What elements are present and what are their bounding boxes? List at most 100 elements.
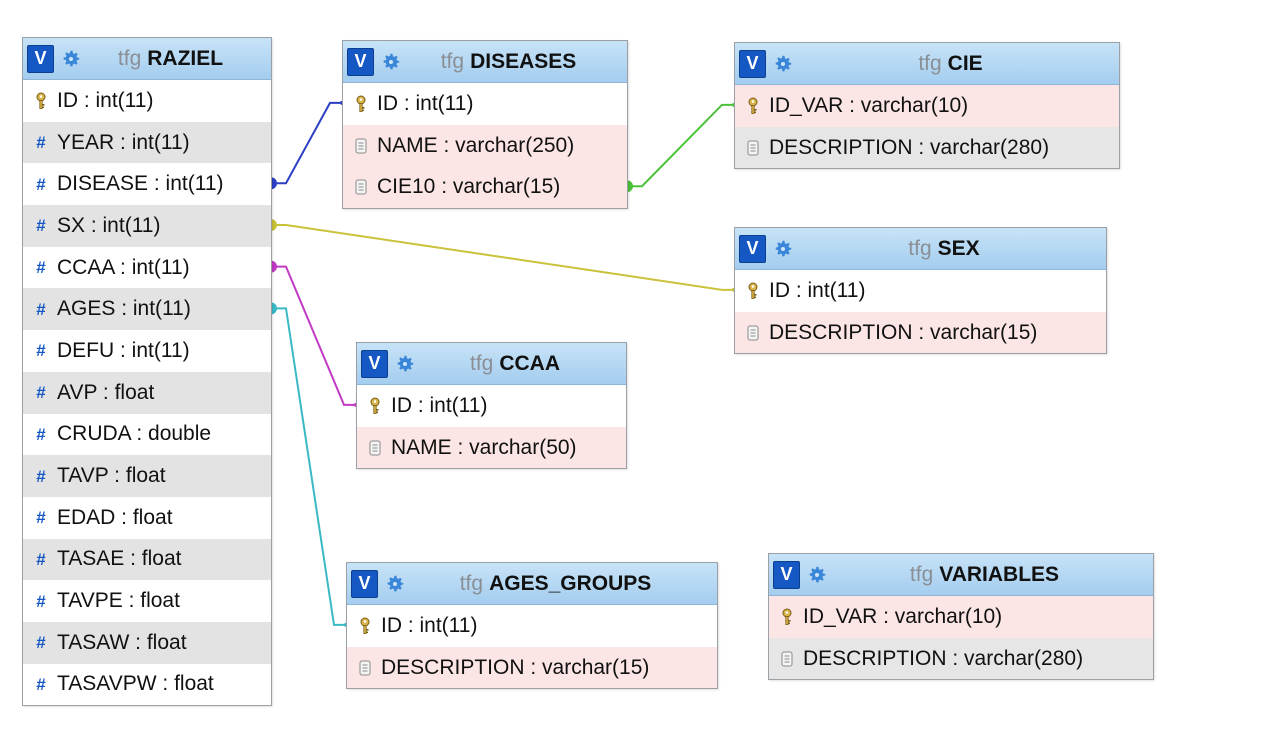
column-label: YEAR : int(11) [57, 130, 190, 154]
column-id-var[interactable]: ID_VAR : varchar(10) [769, 596, 1153, 638]
column-label: DISEASE : int(11) [57, 172, 224, 196]
text-field-icon [367, 438, 383, 458]
column-description[interactable]: DESCRIPTION : varchar(280) [735, 126, 1119, 169]
column-description[interactable]: DESCRIPTION : varchar(15) [347, 646, 717, 689]
column-label: AGES : int(11) [57, 297, 191, 321]
column-edad[interactable]: # EDAD : float [23, 496, 271, 539]
hash-icon: # [36, 633, 46, 653]
column-cie10[interactable]: CIE10 : varchar(15) [343, 166, 627, 209]
hash-icon: # [36, 133, 46, 153]
column-tavp[interactable]: #TAVP : float [23, 455, 271, 497]
hash-icon: # [36, 674, 46, 694]
column-description[interactable]: DESCRIPTION : varchar(280) [769, 637, 1153, 680]
column-cruda[interactable]: #CRUDA : double [23, 413, 271, 456]
gear-icon[interactable] [58, 46, 84, 72]
hash-icon: # [36, 174, 46, 194]
gear-icon[interactable] [378, 49, 404, 75]
toggle-columns-button[interactable]: V [351, 569, 378, 598]
column-name[interactable]: NAME : varchar(50) [357, 426, 626, 469]
column-label: DESCRIPTION : varchar(15) [769, 320, 1038, 344]
column-defu[interactable]: #DEFU : int(11) [23, 330, 271, 372]
column-disease[interactable]: # DISEASE : int(11) [23, 163, 271, 206]
toggle-columns-button[interactable]: V [773, 560, 800, 589]
column-label: TASAE : float [57, 547, 182, 571]
toggle-columns-button[interactable]: V [27, 44, 54, 73]
column-tasaw[interactable]: #TASAW : float [23, 621, 271, 664]
text-field-icon [353, 136, 369, 156]
column-ages[interactable]: # AGES : int(11) [23, 288, 271, 331]
relation-line-raziel-diseases [272, 101, 342, 185]
column-year[interactable]: # YEAR : int(11) [23, 121, 271, 164]
text-field-icon [357, 658, 373, 678]
column-label: CIE10 : varchar(15) [377, 175, 561, 199]
hash-icon: # [36, 216, 46, 236]
hash-icon: # [36, 299, 46, 319]
gear-icon[interactable] [770, 236, 796, 262]
column-ccaa[interactable]: #CCAA : int(11) [23, 246, 271, 289]
gear-icon[interactable] [804, 562, 830, 588]
gear-icon[interactable] [770, 51, 796, 77]
column-id[interactable]: ID : int(11) [23, 80, 271, 122]
table-name: CCAA [499, 351, 561, 375]
column-description[interactable]: DESCRIPTION : varchar(15) [735, 311, 1106, 354]
toggle-columns-button[interactable]: V [347, 47, 374, 76]
text-field-icon [745, 323, 761, 343]
column-sx[interactable]: # SX : int(11) [23, 205, 271, 247]
table-name: CIE [947, 51, 983, 75]
gear-icon[interactable] [382, 571, 408, 597]
column-label: SX : int(11) [57, 213, 161, 237]
toggle-columns-button[interactable]: V [739, 49, 766, 78]
column-label: DESCRIPTION : varchar(280) [803, 646, 1084, 670]
schema-name: tfg [909, 562, 934, 586]
relation-line-diseases-cie [628, 103, 734, 188]
toggle-columns-button[interactable]: V [361, 349, 388, 378]
column-id[interactable]: ID : int(11) [343, 83, 627, 125]
column-id[interactable]: ID : int(11) [357, 385, 626, 427]
hash-icon: # [36, 508, 46, 528]
schema-name: tfg [908, 236, 932, 260]
column-tavpe[interactable]: # TAVPE : float [23, 580, 271, 622]
gear-icon[interactable] [392, 351, 418, 377]
hash-icon: # [36, 258, 46, 278]
key-icon [745, 96, 761, 116]
column-label: EDAD : float [57, 505, 173, 529]
hash-icon: # [36, 549, 46, 569]
column-id[interactable]: ID : int(11) [735, 270, 1106, 312]
column-label: AVP : float [57, 380, 155, 404]
column-avp[interactable]: #AVP : float [23, 371, 271, 414]
column-id-var[interactable]: ID_VAR : varchar(10) [735, 85, 1119, 127]
schema-name: tfg [117, 46, 142, 70]
column-tasae[interactable]: # TASAE : float [23, 538, 271, 581]
column-id[interactable]: ID : int(11) [347, 605, 717, 647]
column-name[interactable]: NAME : varchar(250) [343, 124, 627, 167]
text-field-icon [353, 177, 369, 197]
hash-icon: # [36, 591, 46, 611]
key-icon [357, 616, 373, 636]
table-name: RAZIEL [147, 46, 224, 70]
toggle-columns-button[interactable]: V [739, 234, 766, 263]
column-label: ID_VAR : varchar(10) [803, 604, 1003, 628]
table-name: VARIABLES [939, 562, 1060, 586]
column-tasavpw[interactable]: #TASAVPW : float [23, 663, 271, 706]
column-label: ID : int(11) [377, 91, 474, 115]
relation-line-raziel-sex [272, 223, 734, 291]
column-label: TAVPE : float [57, 589, 180, 613]
